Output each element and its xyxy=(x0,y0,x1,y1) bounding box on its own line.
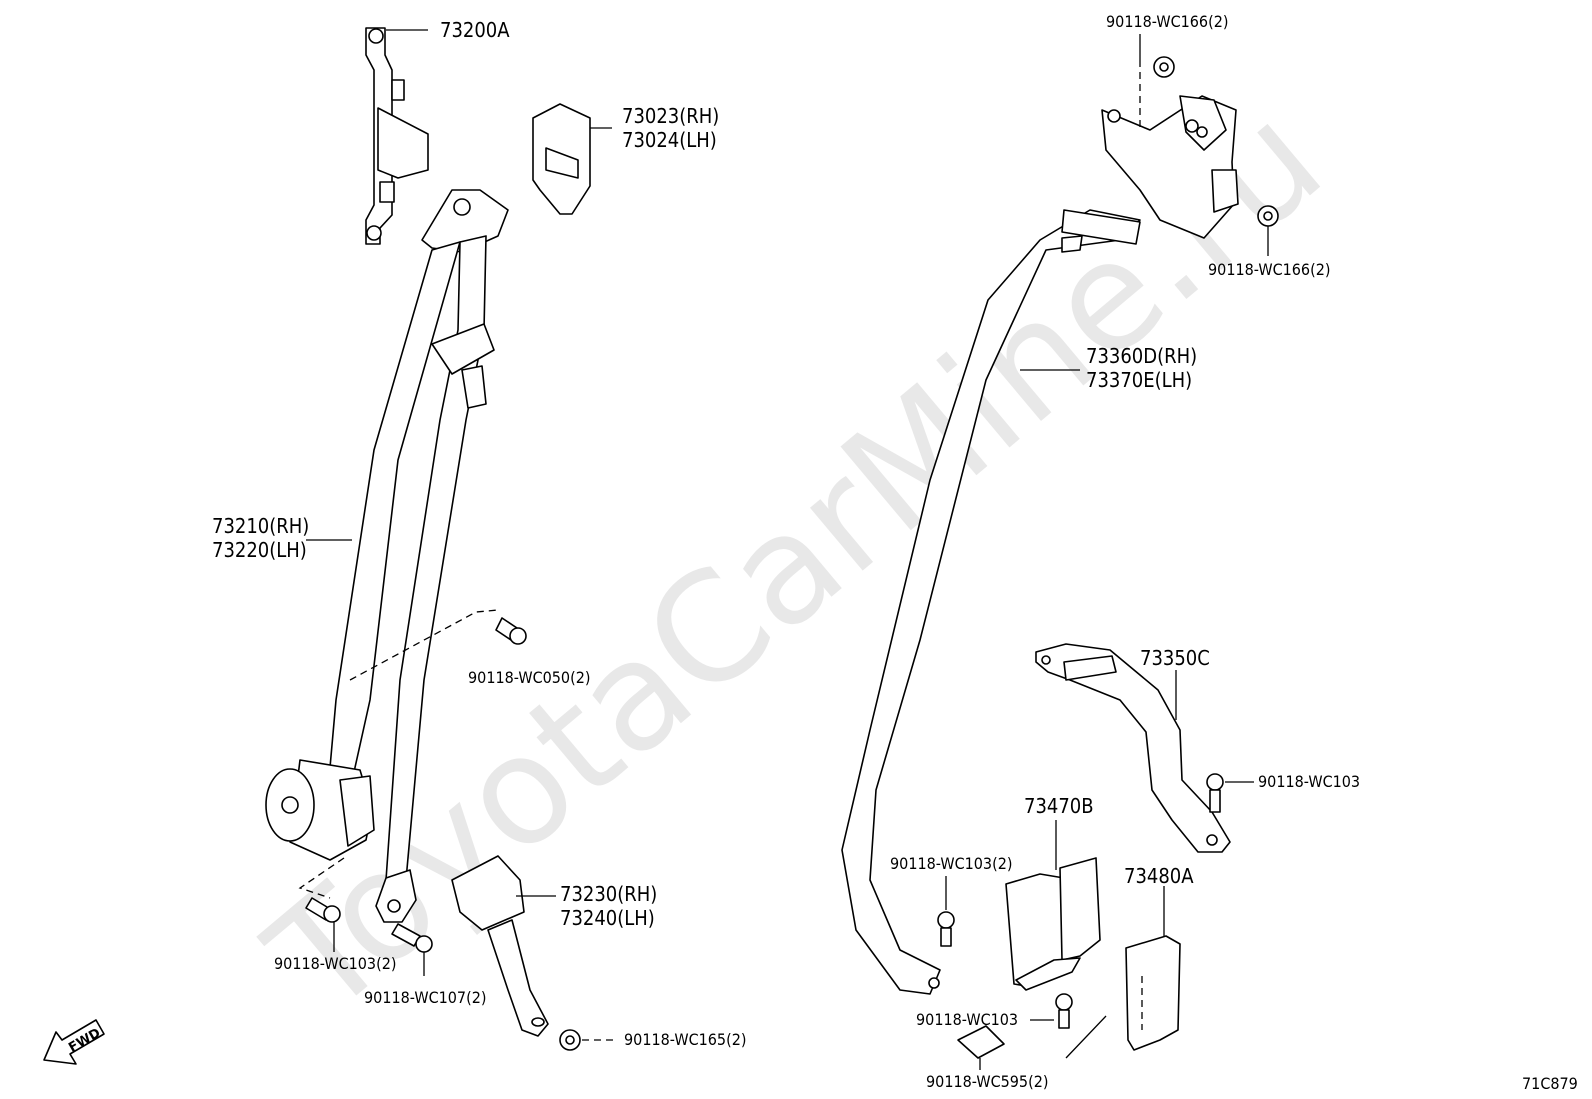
shoulder-anchor-adjuster xyxy=(365,27,429,245)
label-73370e-lh: 73370E(LH) xyxy=(1086,368,1193,392)
label-73023-rh: 73023(RH) xyxy=(622,104,720,128)
label-nut-wc166-top: 90118-WC166(2) xyxy=(1106,12,1229,31)
bolt-wc103-bottom-icon xyxy=(1030,993,1107,1059)
label-73360d-rh: 73360D(RH) xyxy=(1086,344,1198,368)
clip-wc595-icon xyxy=(957,1025,1005,1070)
bolt-wc107-icon xyxy=(391,923,433,976)
rear-single-buckle xyxy=(1125,886,1181,1051)
label-bolt-wc103-2-right: 90118-WC103(2) xyxy=(890,854,1013,873)
label-nut-wc166-side: 90118-WC166(2) xyxy=(1208,260,1331,279)
label-bolt-wc103-bottom: 90118-WC103 xyxy=(916,1010,1019,1029)
label-73210-rh: 73210(RH) xyxy=(212,514,310,538)
rear-center-buckle xyxy=(1035,643,1231,853)
nut-wc166-top-icon xyxy=(1139,34,1175,130)
label-73220-lh: 73220(LH) xyxy=(212,538,307,562)
rear-double-buckle xyxy=(1005,820,1101,991)
label-73350c: 73350C xyxy=(1140,646,1210,670)
label-bolt-wc050: 90118-WC050(2) xyxy=(468,668,591,687)
nut-wc166-side-icon xyxy=(1257,205,1279,256)
front-buckle xyxy=(451,855,556,1037)
label-73024-lh: 73024(LH) xyxy=(622,128,717,152)
label-73200a: 73200A xyxy=(440,18,510,42)
label-nut-wc165: 90118-WC165(2) xyxy=(624,1030,747,1049)
label-73470b: 73470B xyxy=(1024,794,1094,818)
label-73230-rh: 73230(RH) xyxy=(560,882,658,906)
forward-arrow-icon: FWD xyxy=(43,1019,105,1065)
label-73480a: 73480A xyxy=(1124,864,1194,888)
diagram-code: 71C879 xyxy=(1522,1074,1578,1093)
bolt-wc103-right-icon xyxy=(1206,773,1254,813)
label-bolt-wc103-2-left: 90118-WC103(2) xyxy=(274,954,397,973)
label-bolt-wc107: 90118-WC107(2) xyxy=(364,988,487,1007)
label-bolt-wc103-right: 90118-WC103 xyxy=(1258,772,1361,791)
bolt-wc103-left-icon xyxy=(305,897,341,952)
nut-wc165-icon xyxy=(559,1029,618,1051)
bolt-wc050-icon xyxy=(495,617,527,645)
bolt-wc103-2-right-icon xyxy=(937,876,955,947)
belt-guide-cover xyxy=(532,103,612,215)
front-seat-belt-assembly xyxy=(265,189,509,923)
rear-seat-belt-retractor xyxy=(1101,95,1239,239)
label-73240-lh: 73240(LH) xyxy=(560,906,655,930)
rear-seat-belt-webbing xyxy=(841,209,1141,995)
label-clip-wc595: 90118-WC595(2) xyxy=(926,1072,1049,1091)
